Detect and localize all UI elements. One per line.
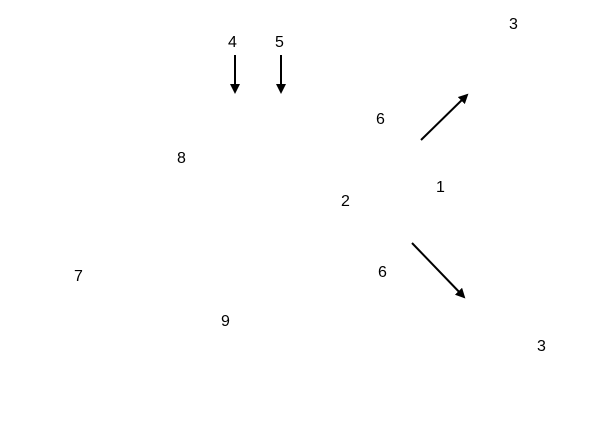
arrow-down-right-diagonal — [411, 242, 466, 299]
label-2: 2 — [341, 193, 350, 210]
arrow-up-right-diagonal — [420, 93, 469, 141]
label-1: 1 — [436, 179, 445, 196]
label-3-top: 3 — [509, 16, 518, 33]
label-6-upper: 6 — [376, 111, 385, 128]
label-5: 5 — [275, 34, 284, 51]
label-3-bottom: 3 — [537, 338, 546, 355]
label-9: 9 — [221, 313, 230, 330]
label-8: 8 — [177, 150, 186, 167]
label-4: 4 — [228, 34, 237, 51]
label-6-lower: 6 — [378, 264, 387, 281]
label-7: 7 — [74, 268, 83, 285]
